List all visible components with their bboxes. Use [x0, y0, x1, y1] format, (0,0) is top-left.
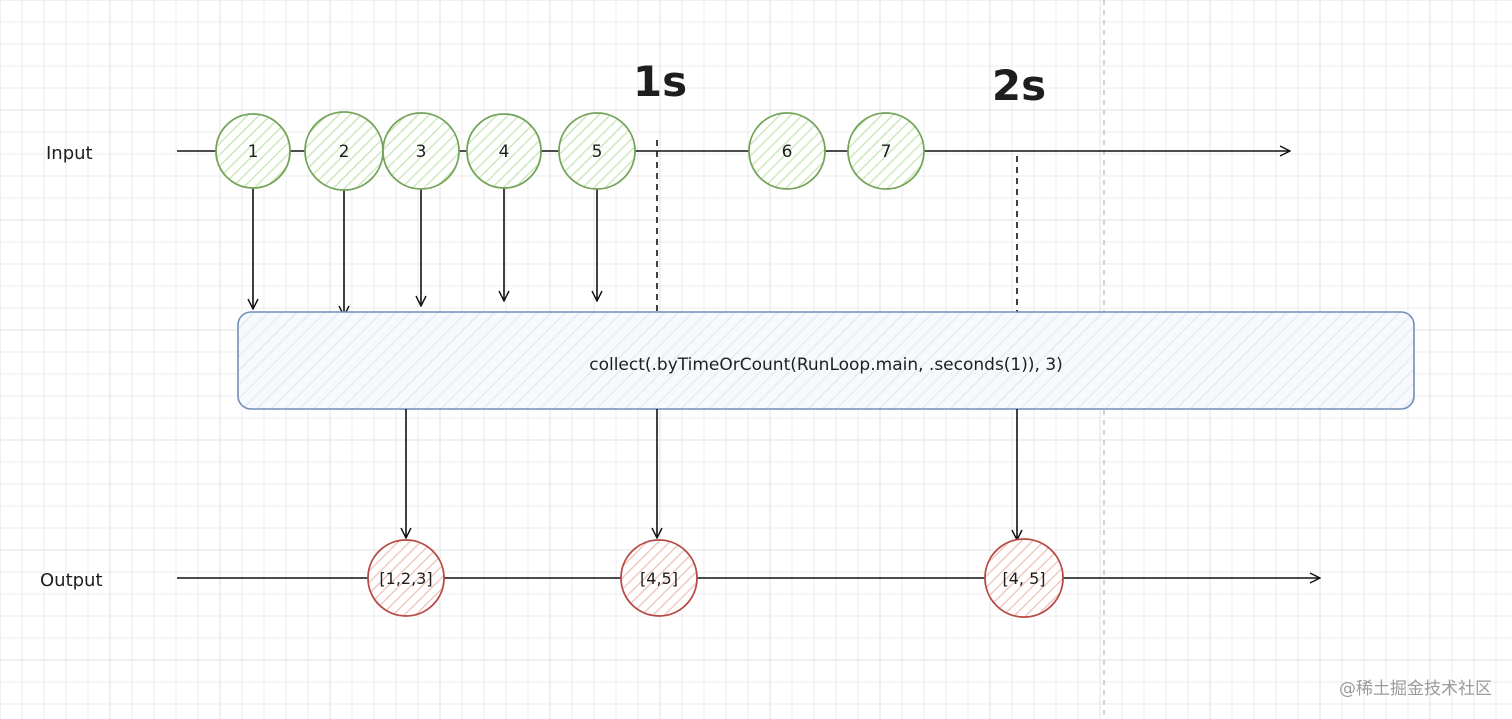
- output-marble-label: [4,5]: [640, 569, 678, 588]
- output-marble-1: [1,2,3]: [367, 539, 445, 617]
- input-marble-label: 5: [592, 142, 603, 162]
- input-marble-2: 2: [304, 111, 384, 191]
- input-marble-6: 6: [748, 112, 826, 190]
- input-marble-label: 6: [782, 142, 793, 162]
- input-marble-5: 5: [558, 112, 636, 190]
- output-marble-2: [4,5]: [620, 539, 698, 617]
- input-marble-3: 3: [382, 112, 460, 190]
- output-marble-label: [4, 5]: [1002, 569, 1045, 588]
- input-marble-label: 7: [881, 142, 892, 162]
- time-label-1s: 1s: [633, 57, 687, 106]
- input-marble-label: 1: [248, 142, 259, 162]
- input-marble-label: 2: [339, 142, 350, 162]
- time-label-2s: 2s: [992, 61, 1046, 110]
- input-marble-label: 4: [499, 142, 510, 162]
- input-marble-1: 1: [215, 113, 291, 189]
- collect-operator-box: [237, 311, 1415, 410]
- output-marble-label: [1,2,3]: [379, 569, 432, 588]
- watermark: @稀土掘金技术社区: [1339, 679, 1492, 699]
- input-marble-4: 4: [466, 113, 542, 189]
- output-marble-3: [4, 5]: [984, 538, 1064, 618]
- input-marble-7: 7: [847, 112, 925, 190]
- input-marble-label: 3: [416, 142, 427, 162]
- output-label: Output: [40, 570, 103, 591]
- input-label: Input: [46, 143, 93, 164]
- operator-label: collect(.byTimeOrCount(RunLoop.main, .se…: [589, 355, 1063, 375]
